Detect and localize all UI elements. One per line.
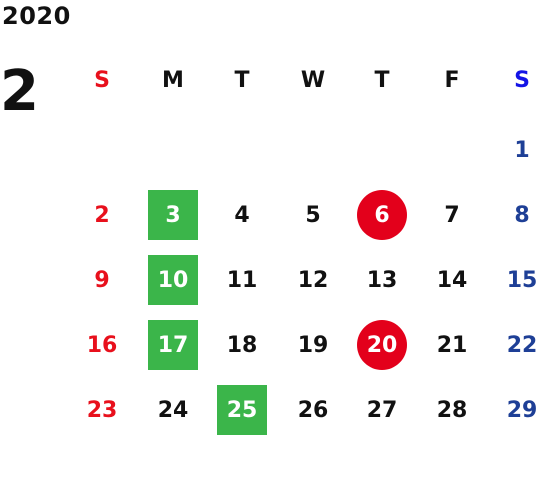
day-cell[interactable]: 12: [297, 267, 329, 293]
weekday-header-thu: T: [374, 67, 390, 93]
day-cell[interactable]: 29: [506, 397, 538, 423]
day-cell-highlighted[interactable]: 17: [148, 320, 198, 370]
weekday-header-tue: T: [234, 67, 250, 93]
day-cell[interactable]: 21: [436, 332, 468, 358]
weekday-header-sat: S: [514, 67, 530, 93]
day-cell[interactable]: 19: [297, 332, 329, 358]
day-cell[interactable]: 27: [366, 397, 398, 423]
day-cell[interactable]: 13: [366, 267, 398, 293]
day-cell[interactable]: 26: [297, 397, 329, 423]
year-label: 2020: [2, 2, 71, 30]
weekday-header-mon: M: [162, 67, 184, 93]
month-number: 2: [0, 59, 39, 124]
day-cell[interactable]: 8: [514, 202, 530, 228]
day-cell-circled[interactable]: 20: [357, 320, 407, 370]
day-cell[interactable]: 24: [157, 397, 189, 423]
day-cell-highlighted[interactable]: 3: [148, 190, 198, 240]
weekday-header-wed: W: [300, 67, 326, 93]
day-cell[interactable]: 14: [436, 267, 468, 293]
day-cell-highlighted[interactable]: 10: [148, 255, 198, 305]
day-cell[interactable]: 4: [234, 202, 250, 228]
day-cell[interactable]: 18: [226, 332, 258, 358]
weekday-header-sun: S: [94, 67, 110, 93]
day-cell[interactable]: 28: [436, 397, 468, 423]
day-cell[interactable]: 5: [305, 202, 321, 228]
day-cell[interactable]: 2: [94, 202, 110, 228]
day-cell[interactable]: 1: [514, 137, 530, 163]
day-cell[interactable]: 22: [506, 332, 538, 358]
day-cell[interactable]: 9: [94, 267, 110, 293]
day-cell[interactable]: 7: [444, 202, 460, 228]
weekday-header-fri: F: [444, 67, 460, 93]
day-cell[interactable]: 15: [506, 267, 538, 293]
day-cell-circled[interactable]: 6: [357, 190, 407, 240]
day-cell[interactable]: 23: [86, 397, 118, 423]
day-cell[interactable]: 11: [226, 267, 258, 293]
day-cell[interactable]: 16: [86, 332, 118, 358]
day-cell-highlighted[interactable]: 25: [217, 385, 267, 435]
